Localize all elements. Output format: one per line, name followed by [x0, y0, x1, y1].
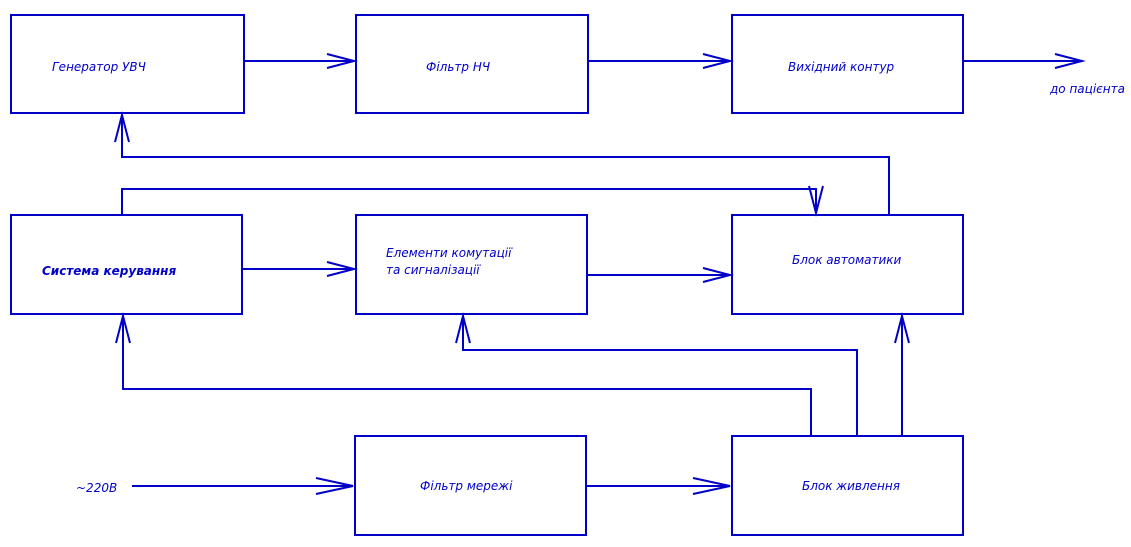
mains-input-label: ~220В	[76, 481, 117, 495]
block-switching-elements: Елементи комутації та сигналізації	[355, 214, 588, 315]
block-lowpass-filter-label: Фільтр НЧ	[426, 60, 490, 74]
arrow-control-to-automation	[121, 185, 824, 217]
arrow-output-to-patient	[963, 53, 1086, 69]
block-switching-label-line2: та сигналізації	[386, 263, 481, 277]
block-control-system: Система керування	[10, 214, 243, 315]
arrow-filter-to-power	[586, 477, 731, 495]
block-power-supply: Блок живлення	[731, 435, 964, 536]
block-mains-filter-label: Фільтр мережі	[420, 479, 513, 493]
arrow-power-to-automation	[894, 312, 910, 436]
block-output-circuit-label: Вихідний контур	[788, 60, 895, 74]
block-lowpass-filter: Фільтр НЧ	[355, 14, 589, 114]
arrow-control-to-switching	[242, 261, 358, 277]
block-generator-label: Генератор УВЧ	[52, 60, 146, 74]
arrow-power-to-switching	[455, 312, 858, 436]
arrow-power-to-control	[115, 312, 812, 436]
to-patient-label: до пацієнта	[1049, 82, 1125, 96]
block-output-circuit: Вихідний контур	[731, 14, 964, 114]
arrow-automation-to-generator	[114, 111, 890, 215]
block-generator: Генератор УВЧ	[10, 14, 245, 114]
block-power-supply-label: Блок живлення	[802, 479, 900, 493]
block-switching-label-line1: Елементи комутації	[386, 246, 513, 260]
block-automation: Блок автоматики	[731, 214, 964, 315]
arrow-lowpass-to-output	[588, 53, 734, 69]
block-automation-label: Блок автоматики	[792, 253, 902, 267]
arrow-switching-to-automation	[587, 267, 734, 283]
block-control-system-label: Система керування	[42, 264, 176, 278]
arrow-generator-to-lowpass	[244, 53, 358, 69]
arrow-mains-to-filter	[132, 477, 354, 495]
block-mains-filter: Фільтр мережі	[354, 435, 587, 536]
